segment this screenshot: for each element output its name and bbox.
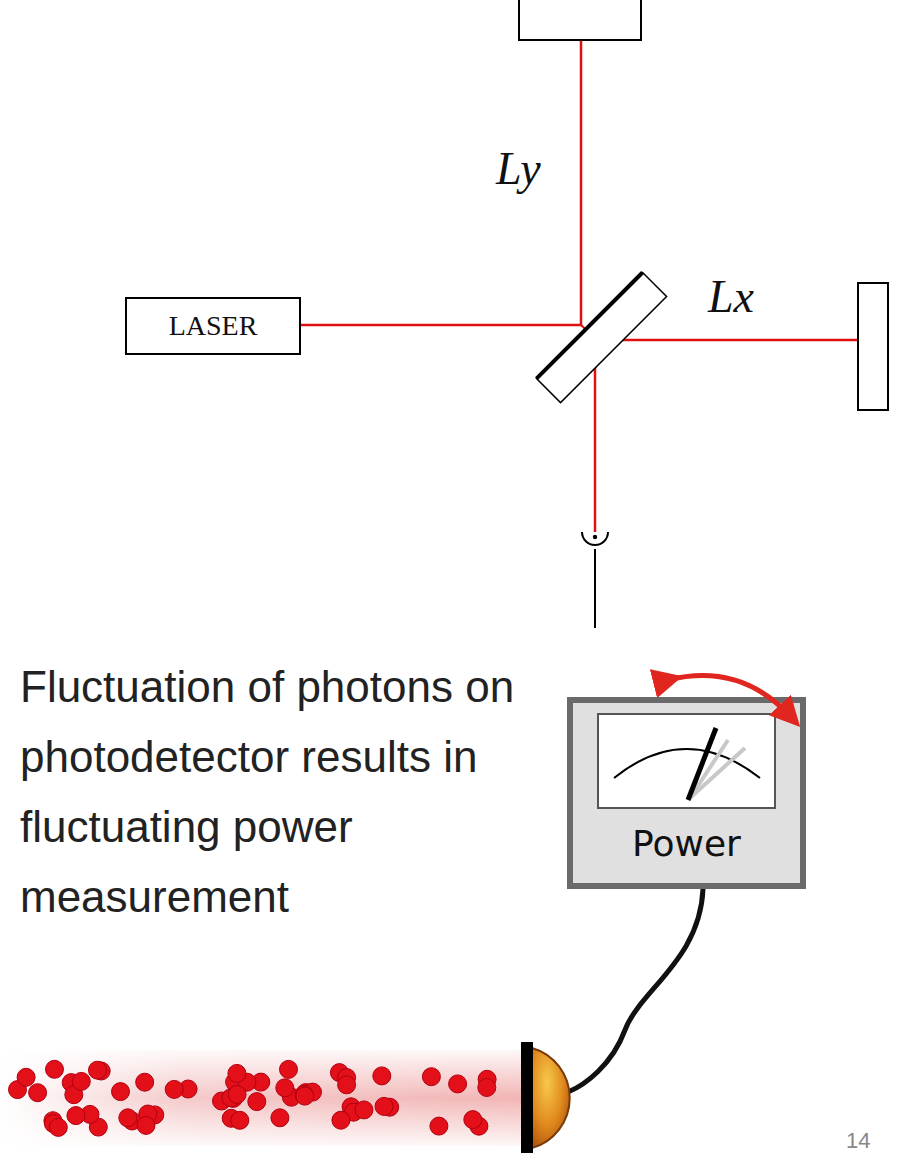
arm-length-label: Ly <box>496 142 541 195</box>
node-text: Power <box>632 823 741 864</box>
photon-dot <box>228 1064 246 1082</box>
photon-dot <box>464 1111 482 1129</box>
photon-dot <box>67 1107 85 1125</box>
photon-dot <box>248 1093 266 1111</box>
page-number: 14 <box>846 1128 870 1153</box>
photon-dot <box>112 1083 130 1101</box>
caption-note: Fluctuation of photons on photodetector … <box>20 652 540 932</box>
photon-dot <box>375 1097 393 1115</box>
photon-dot <box>119 1109 137 1127</box>
photon-dot <box>46 1060 64 1078</box>
photon-dot <box>296 1087 314 1105</box>
arm-length-label: Lx <box>708 270 754 323</box>
photon-dot <box>136 1073 154 1091</box>
photon-dot <box>72 1072 90 1090</box>
photon-dot <box>49 1118 67 1136</box>
photon-dot <box>449 1075 467 1093</box>
photon-dot <box>373 1067 391 1085</box>
photon-dot <box>276 1079 294 1097</box>
photon-dot <box>478 1079 496 1097</box>
photon-dot <box>89 1061 107 1079</box>
power-meter: Power <box>598 808 775 878</box>
photon-dot <box>228 1085 246 1103</box>
photon-dot <box>271 1109 289 1127</box>
photon-dot <box>165 1080 183 1098</box>
photon-dot <box>17 1068 35 1086</box>
photon-dot <box>280 1060 298 1078</box>
photon-dot <box>355 1101 373 1119</box>
photon-dot <box>29 1084 47 1102</box>
photon-dot <box>137 1116 155 1134</box>
photon-dot <box>430 1117 448 1135</box>
laser-box: LASER <box>125 297 301 355</box>
photon-dot <box>231 1111 249 1129</box>
photon-dot <box>332 1111 350 1129</box>
photon-dot <box>338 1076 356 1094</box>
photon-dot <box>422 1068 440 1086</box>
node-text: LASER <box>169 310 258 342</box>
